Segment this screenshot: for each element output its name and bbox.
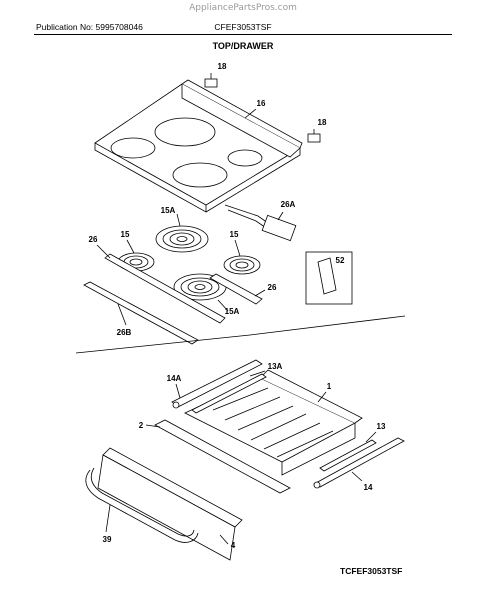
callout-2: 2 <box>139 421 144 430</box>
watermark: AppliancePartsPros.com <box>189 3 297 13</box>
slide-right-inner <box>319 439 377 472</box>
drawer-tub <box>184 369 363 476</box>
section-title: TOP/DRAWER <box>212 41 274 51</box>
leader-lines <box>96 108 377 545</box>
part-52-inset <box>305 251 353 305</box>
model-number: CFEF3053TSF <box>214 22 272 32</box>
support-rail-left <box>104 253 226 324</box>
drawer-handle <box>85 467 199 543</box>
support-rail-right <box>209 273 263 305</box>
callout-18-right: 18 <box>318 118 327 127</box>
bracket-right <box>307 129 321 143</box>
drawer-front <box>97 447 243 561</box>
header-rule <box>34 34 452 35</box>
callout-13a: 13A <box>268 362 283 371</box>
publication-number: Publication No: 5995708046 <box>36 22 143 32</box>
callout-4: 4 <box>231 541 236 550</box>
callout-52: 52 <box>336 256 345 265</box>
bracket-left <box>204 73 218 88</box>
callout-13: 13 <box>377 422 386 431</box>
wiring-harness <box>224 204 297 242</box>
slide-left <box>171 359 263 409</box>
cooktop-glass <box>94 79 303 213</box>
callout-15-left: 15 <box>121 230 130 239</box>
section-divider <box>75 315 406 354</box>
diagram-code: TCFEF3053TSF <box>340 566 403 576</box>
callout-15a-bottom: 15A <box>225 307 240 316</box>
callout-15-right: 15 <box>230 230 239 239</box>
callout-1: 1 <box>327 382 332 391</box>
element-15a-bottom <box>173 273 227 301</box>
element-15a-top <box>155 225 209 253</box>
slide-right <box>313 437 405 489</box>
slide-left-inner <box>191 373 267 414</box>
callout-26-right: 26 <box>268 283 277 292</box>
element-15-right <box>223 255 261 275</box>
callout-16: 16 <box>257 99 266 108</box>
callout-18-left: 18 <box>218 62 227 71</box>
callout-15a-top: 15A <box>161 206 176 215</box>
callout-14a: 14A <box>167 374 182 383</box>
callout-26a: 26A <box>281 200 296 209</box>
callout-14: 14 <box>364 483 373 492</box>
callout-26b: 26B <box>117 328 132 337</box>
callout-39: 39 <box>103 535 112 544</box>
callout-26-left: 26 <box>89 235 98 244</box>
drawer-side-plate <box>154 419 291 494</box>
